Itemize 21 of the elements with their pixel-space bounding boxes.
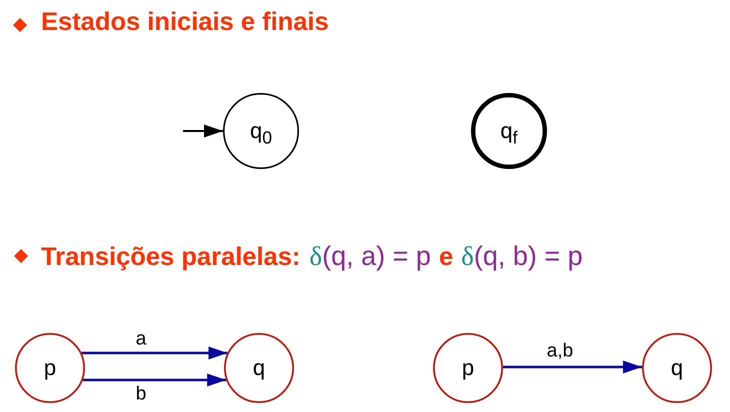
formula: δ(q, b) = p	[461, 243, 583, 270]
arrow	[183, 124, 223, 138]
arrow	[82, 346, 228, 360]
arrow	[502, 360, 642, 374]
state-label: q$_{f}$	[500, 120, 518, 142]
state-label: p	[462, 357, 474, 379]
state-circle	[223, 93, 299, 169]
state-circle	[642, 333, 712, 403]
section-heading: Estados iniciais e finais	[41, 10, 329, 36]
formula: δ(q, a) = p	[309, 243, 431, 270]
arrow	[82, 374, 226, 386]
section-heading: Transições paralelas:	[41, 245, 300, 270]
state-label: q$_{0}$	[250, 120, 272, 142]
state-label: q	[670, 357, 684, 379]
state-circle	[224, 333, 294, 403]
conjunction-text: e	[438, 245, 454, 270]
state-circle	[15, 333, 85, 403]
final-state-circle	[471, 93, 547, 169]
state-label: p	[44, 357, 56, 379]
state-circle	[433, 333, 503, 403]
state-label: q	[252, 357, 266, 379]
